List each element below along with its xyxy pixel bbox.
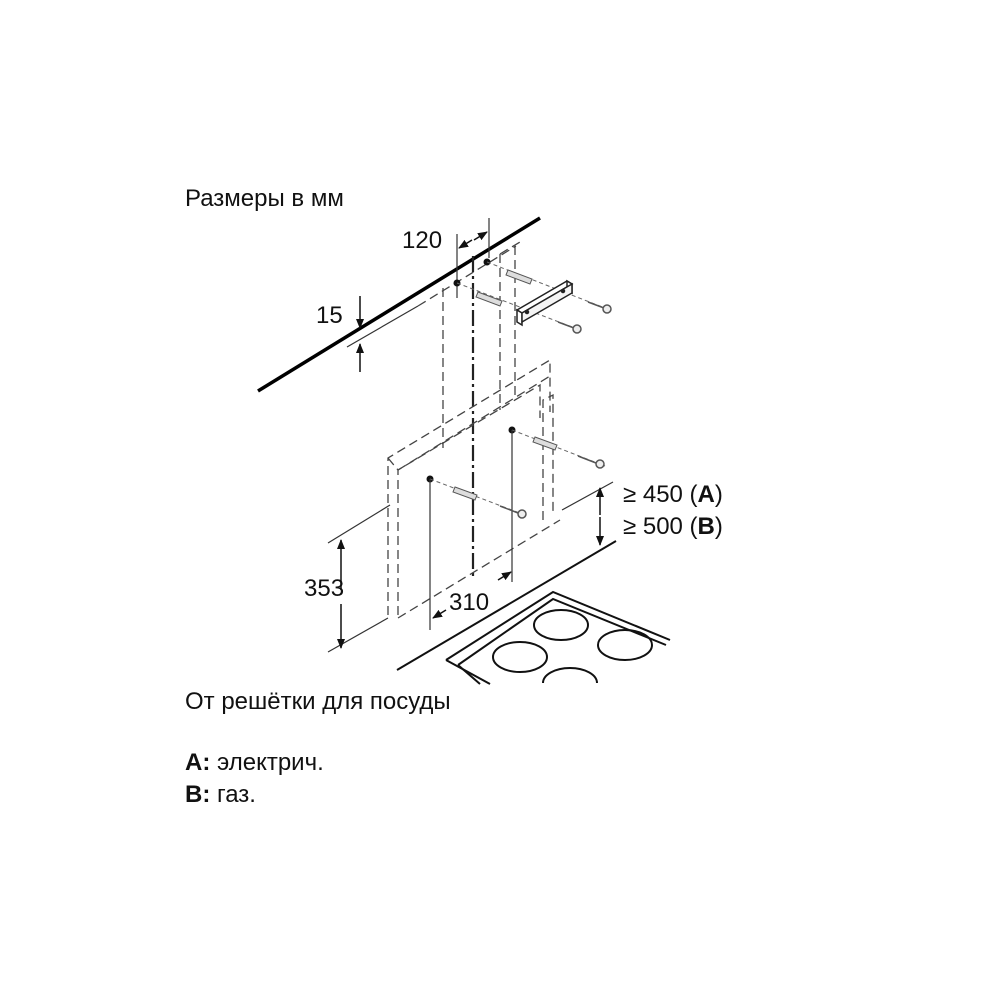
wall-plug-icon: [452, 269, 558, 501]
clearance-b-label: ≥ 500 (B): [623, 513, 723, 540]
dim-120-arrow-left: [458, 239, 473, 249]
screw-icon: [499, 301, 612, 519]
cooktop: [396, 540, 671, 685]
legend-a: A: электрич.: [185, 749, 324, 776]
dim-120-label: 120: [402, 227, 442, 254]
dim-310-arrow-left: [432, 609, 447, 619]
ceiling-offset-line: [346, 305, 419, 348]
dim-15-label: 15: [316, 302, 343, 329]
mounting-bracket-icon: [515, 279, 574, 327]
title: Размеры в мм: [185, 185, 344, 212]
clearance-a-label: ≥ 450 (A): [623, 481, 723, 508]
dim-120-arrow-right: [473, 231, 488, 241]
dim-310-arrow-right: [497, 571, 512, 581]
legend-b: B: газ.: [185, 781, 256, 808]
ceiling-line: [257, 216, 541, 393]
dim-353-label: 353: [304, 575, 344, 602]
dim-310-label: 310: [449, 589, 489, 616]
caption: От решётки для посуды: [185, 688, 451, 715]
